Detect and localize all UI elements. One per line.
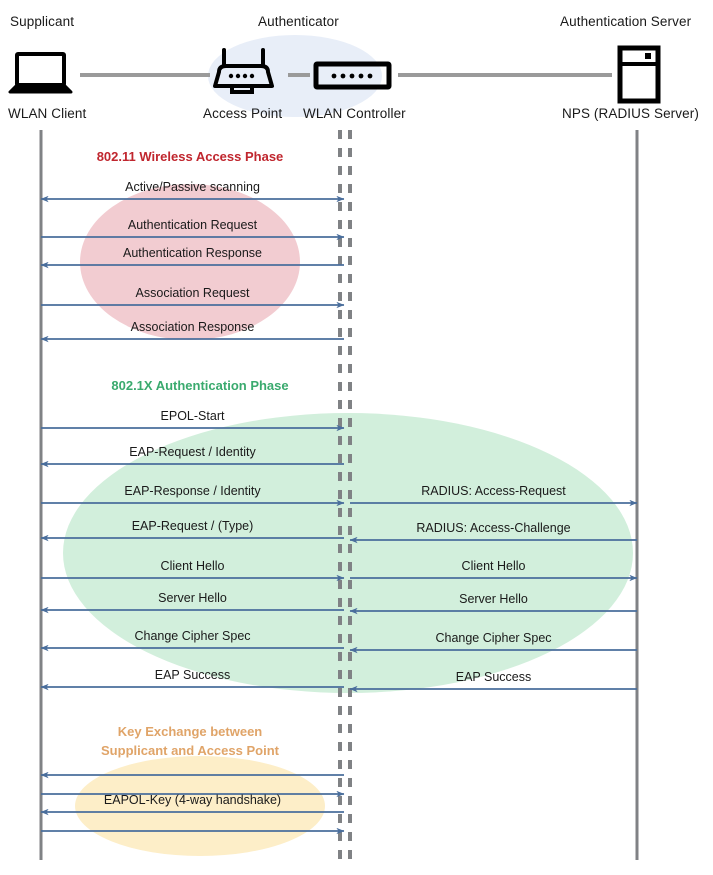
actor-role-label: Authentication Server: [560, 14, 692, 29]
message-left-label: Active/Passive scanning: [125, 180, 260, 194]
message-left-label: Authentication Response: [123, 246, 262, 260]
arrow-group: [40, 195, 638, 835]
message-key-exchange-label: EAPOL-Key (4-way handshake): [103, 793, 282, 807]
message-left-label: Change Cipher Spec: [134, 629, 251, 643]
actor-device-label: NPS (RADIUS Server): [562, 106, 699, 121]
actor-device-label: Access Point: [203, 106, 283, 121]
message-left-label: Server Hello: [158, 591, 227, 605]
server-rack-icon: [617, 45, 661, 104]
message-left-label: Authentication Request: [127, 218, 258, 232]
message-right-label: Change Cipher Spec: [435, 631, 552, 645]
actor-device-label: WLAN Controller: [303, 106, 406, 121]
actor-role-label: Authenticator: [258, 14, 339, 29]
phase-80211-ellipse: [80, 184, 300, 340]
phase-8021x-label: 802.1X Authentication Phase: [111, 378, 289, 393]
laptop-icon: [8, 52, 73, 94]
phase-80211-label: 802.11 Wireless Access Phase: [96, 149, 284, 164]
message-left-label: Client Hello: [160, 559, 225, 573]
message-left-label: EAP-Request / (Type): [131, 519, 254, 533]
message-left-label: EPOL-Start: [160, 409, 225, 423]
access-point-icon: [213, 48, 274, 94]
message-right-label: EAP Success: [455, 670, 532, 684]
message-left-label: EAP Success: [154, 668, 231, 682]
actor-device-label: WLAN Client: [8, 106, 87, 121]
message-left-label: EAP-Request / Identity: [129, 445, 256, 459]
message-right-label: Client Hello: [461, 559, 526, 573]
message-left-label: EAP-Response / Identity: [124, 484, 261, 498]
lifeline-group: [39, 130, 639, 860]
message-left-label: Association Response: [130, 320, 255, 334]
message-left-label: Association Request: [135, 286, 250, 300]
message-right-label: Server Hello: [459, 592, 528, 606]
message-right-label: RADIUS: Access-Challenge: [416, 521, 571, 535]
wlan-controller-icon: [313, 61, 392, 90]
message-right-label: RADIUS: Access-Request: [421, 484, 566, 498]
actor-role-label: Supplicant: [10, 14, 75, 29]
